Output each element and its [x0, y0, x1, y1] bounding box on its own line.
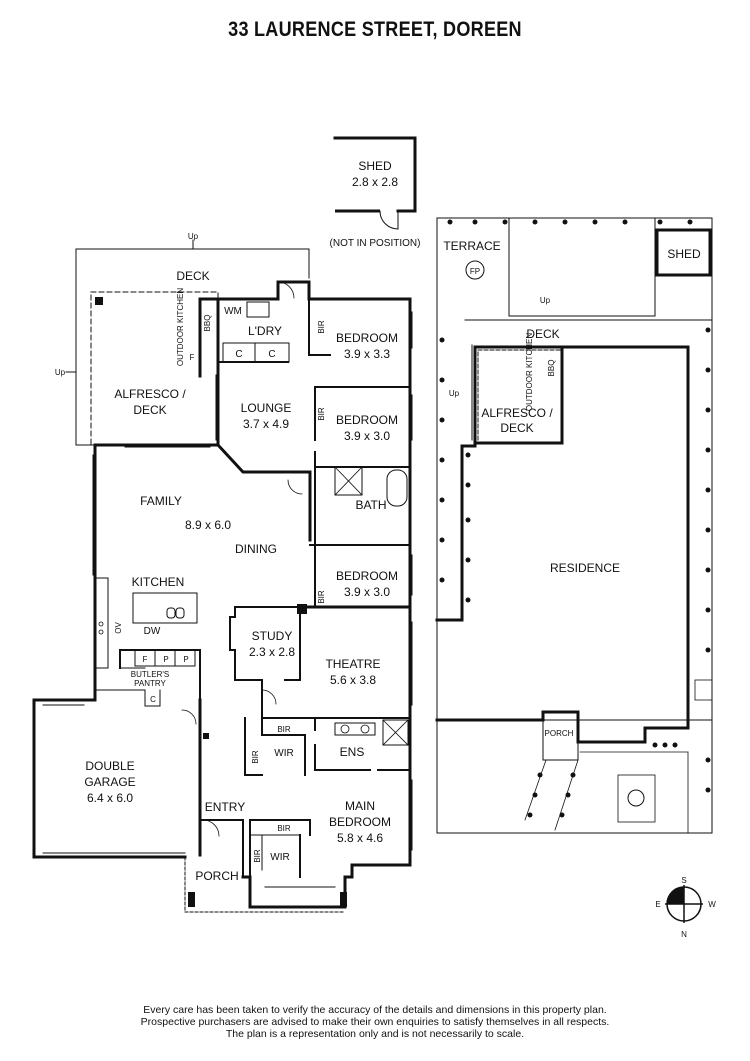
bath-label: BATH: [355, 498, 386, 512]
outdoor-kitchen-label: OUTDOOR KITCHEN: [176, 288, 185, 366]
alfresco-deck-label: DECK: [133, 403, 166, 417]
lounge-dims: 3.7 x 4.9: [243, 417, 289, 431]
bir-label-main: BIR: [277, 824, 291, 833]
pantry-p-label-1: P: [163, 655, 168, 664]
shed-outline: [333, 136, 417, 230]
deck-up-label: Up: [188, 232, 199, 241]
compass-n: N: [681, 930, 687, 939]
house-walls: [32, 280, 413, 913]
pantry-label: PANTRY: [134, 679, 166, 688]
bedroom-3-dims: 3.9 x 3.0: [344, 585, 390, 599]
bbq-label: BBQ: [203, 315, 212, 332]
site-alfresco-label: ALFRESCO /: [481, 406, 553, 420]
site-alfresco-up-label: Up: [449, 389, 460, 398]
bedroom-1-dims: 3.9 x 3.3: [344, 347, 390, 361]
shed-label: SHED: [358, 159, 392, 173]
disclaimer: Every care has been taken to verify the …: [0, 1004, 750, 1040]
fireplace-icon: [465, 260, 485, 280]
pantry-f-label: F: [143, 655, 148, 664]
site-deck-label: DECK: [526, 327, 559, 341]
theatre-label: THEATRE: [325, 657, 380, 671]
bir-label-2: BIR: [317, 407, 326, 421]
deck-label: DECK: [176, 269, 209, 283]
site-hedges: [439, 219, 711, 818]
entry-label: ENTRY: [205, 800, 245, 814]
bir-label-1: BIR: [317, 320, 326, 334]
main-bedroom-label-1: MAIN: [345, 799, 375, 813]
alfresco-label: ALFRESCO /: [114, 387, 186, 401]
disclaimer-line-3: The plan is a representation only and is…: [225, 1028, 525, 1040]
theatre-dims: 5.6 x 3.8: [330, 673, 376, 687]
shed-dims: 2.8 x 2.8: [352, 175, 398, 189]
garage-dims: 6.4 x 6.0: [87, 791, 133, 805]
plan-title: 33 LAURENCE STREET, DOREEN: [228, 18, 522, 41]
compass-w: W: [708, 900, 716, 909]
laundry-cupboard-2: C: [268, 349, 275, 360]
site-bbq-label: BBQ: [547, 360, 556, 377]
compass-e: E: [655, 900, 660, 909]
compass-icon: [665, 885, 703, 923]
oven-label: OV: [114, 622, 123, 634]
dishwasher-label: DW: [144, 626, 161, 637]
fridge-label: F: [190, 353, 195, 362]
kitchen-label: KITCHEN: [132, 575, 185, 589]
dining-label: DINING: [235, 542, 277, 556]
study-label: STUDY: [252, 629, 293, 643]
bedroom-1-label: BEDROOM: [336, 331, 398, 345]
site-plan: [435, 217, 713, 834]
not-in-position-note: (NOT IN POSITION): [330, 238, 421, 249]
pantry-c-label: C: [150, 695, 156, 704]
site-shed-label: SHED: [667, 247, 701, 261]
laundry-cupboard-1: C: [235, 349, 242, 360]
bir-label-4: BIR: [251, 750, 260, 764]
bir-label-3: BIR: [317, 590, 326, 604]
site-alfresco-deck-label: DECK: [500, 421, 533, 435]
disclaimer-line-2: Prospective purchasers are advised to ma…: [140, 1016, 610, 1028]
wir-label-2: WIR: [270, 852, 289, 863]
garage-label-1: DOUBLE: [85, 759, 134, 773]
ensuite-label: ENS: [340, 745, 365, 759]
family-label: FAMILY: [140, 494, 182, 508]
lounge-label: LOUNGE: [241, 401, 292, 415]
family-dims: 8.9 x 6.0: [185, 518, 231, 532]
pantry-p-label-2: P: [183, 655, 188, 664]
wir-label-1: WIR: [274, 748, 293, 759]
butlers-label: BUTLER'S: [131, 670, 169, 679]
garage-label-2: GARAGE: [84, 775, 135, 789]
bir-label-ens: BIR: [277, 725, 291, 734]
study-dims: 2.3 x 2.8: [249, 645, 295, 659]
fp-label: FP: [470, 267, 480, 276]
residence-label: RESIDENCE: [550, 561, 620, 575]
compass-s: S: [681, 876, 686, 885]
bedroom-2-dims: 3.9 x 3.0: [344, 429, 390, 443]
site-porch-label: PORCH: [545, 729, 574, 738]
site-outdoor-kitchen-label: OUTDOOR KITCHEN: [525, 333, 534, 411]
laundry-label: L'DRY: [248, 324, 282, 338]
bedroom-2-label: BEDROOM: [336, 413, 398, 427]
porch-label: PORCH: [195, 869, 238, 883]
alfresco-up-label: Up: [55, 368, 66, 377]
disclaimer-line-1: Every care has been taken to verify the …: [143, 1004, 607, 1016]
wm-label: WM: [224, 306, 242, 317]
site-deck-up-label: Up: [540, 296, 551, 305]
terrace-label: TERRACE: [443, 239, 500, 253]
bedroom-3-label: BEDROOM: [336, 569, 398, 583]
main-bedroom-dims: 5.8 x 4.6: [337, 831, 383, 845]
main-bedroom-label-2: BEDROOM: [329, 815, 391, 829]
bir-label-5: BIR: [253, 849, 262, 863]
